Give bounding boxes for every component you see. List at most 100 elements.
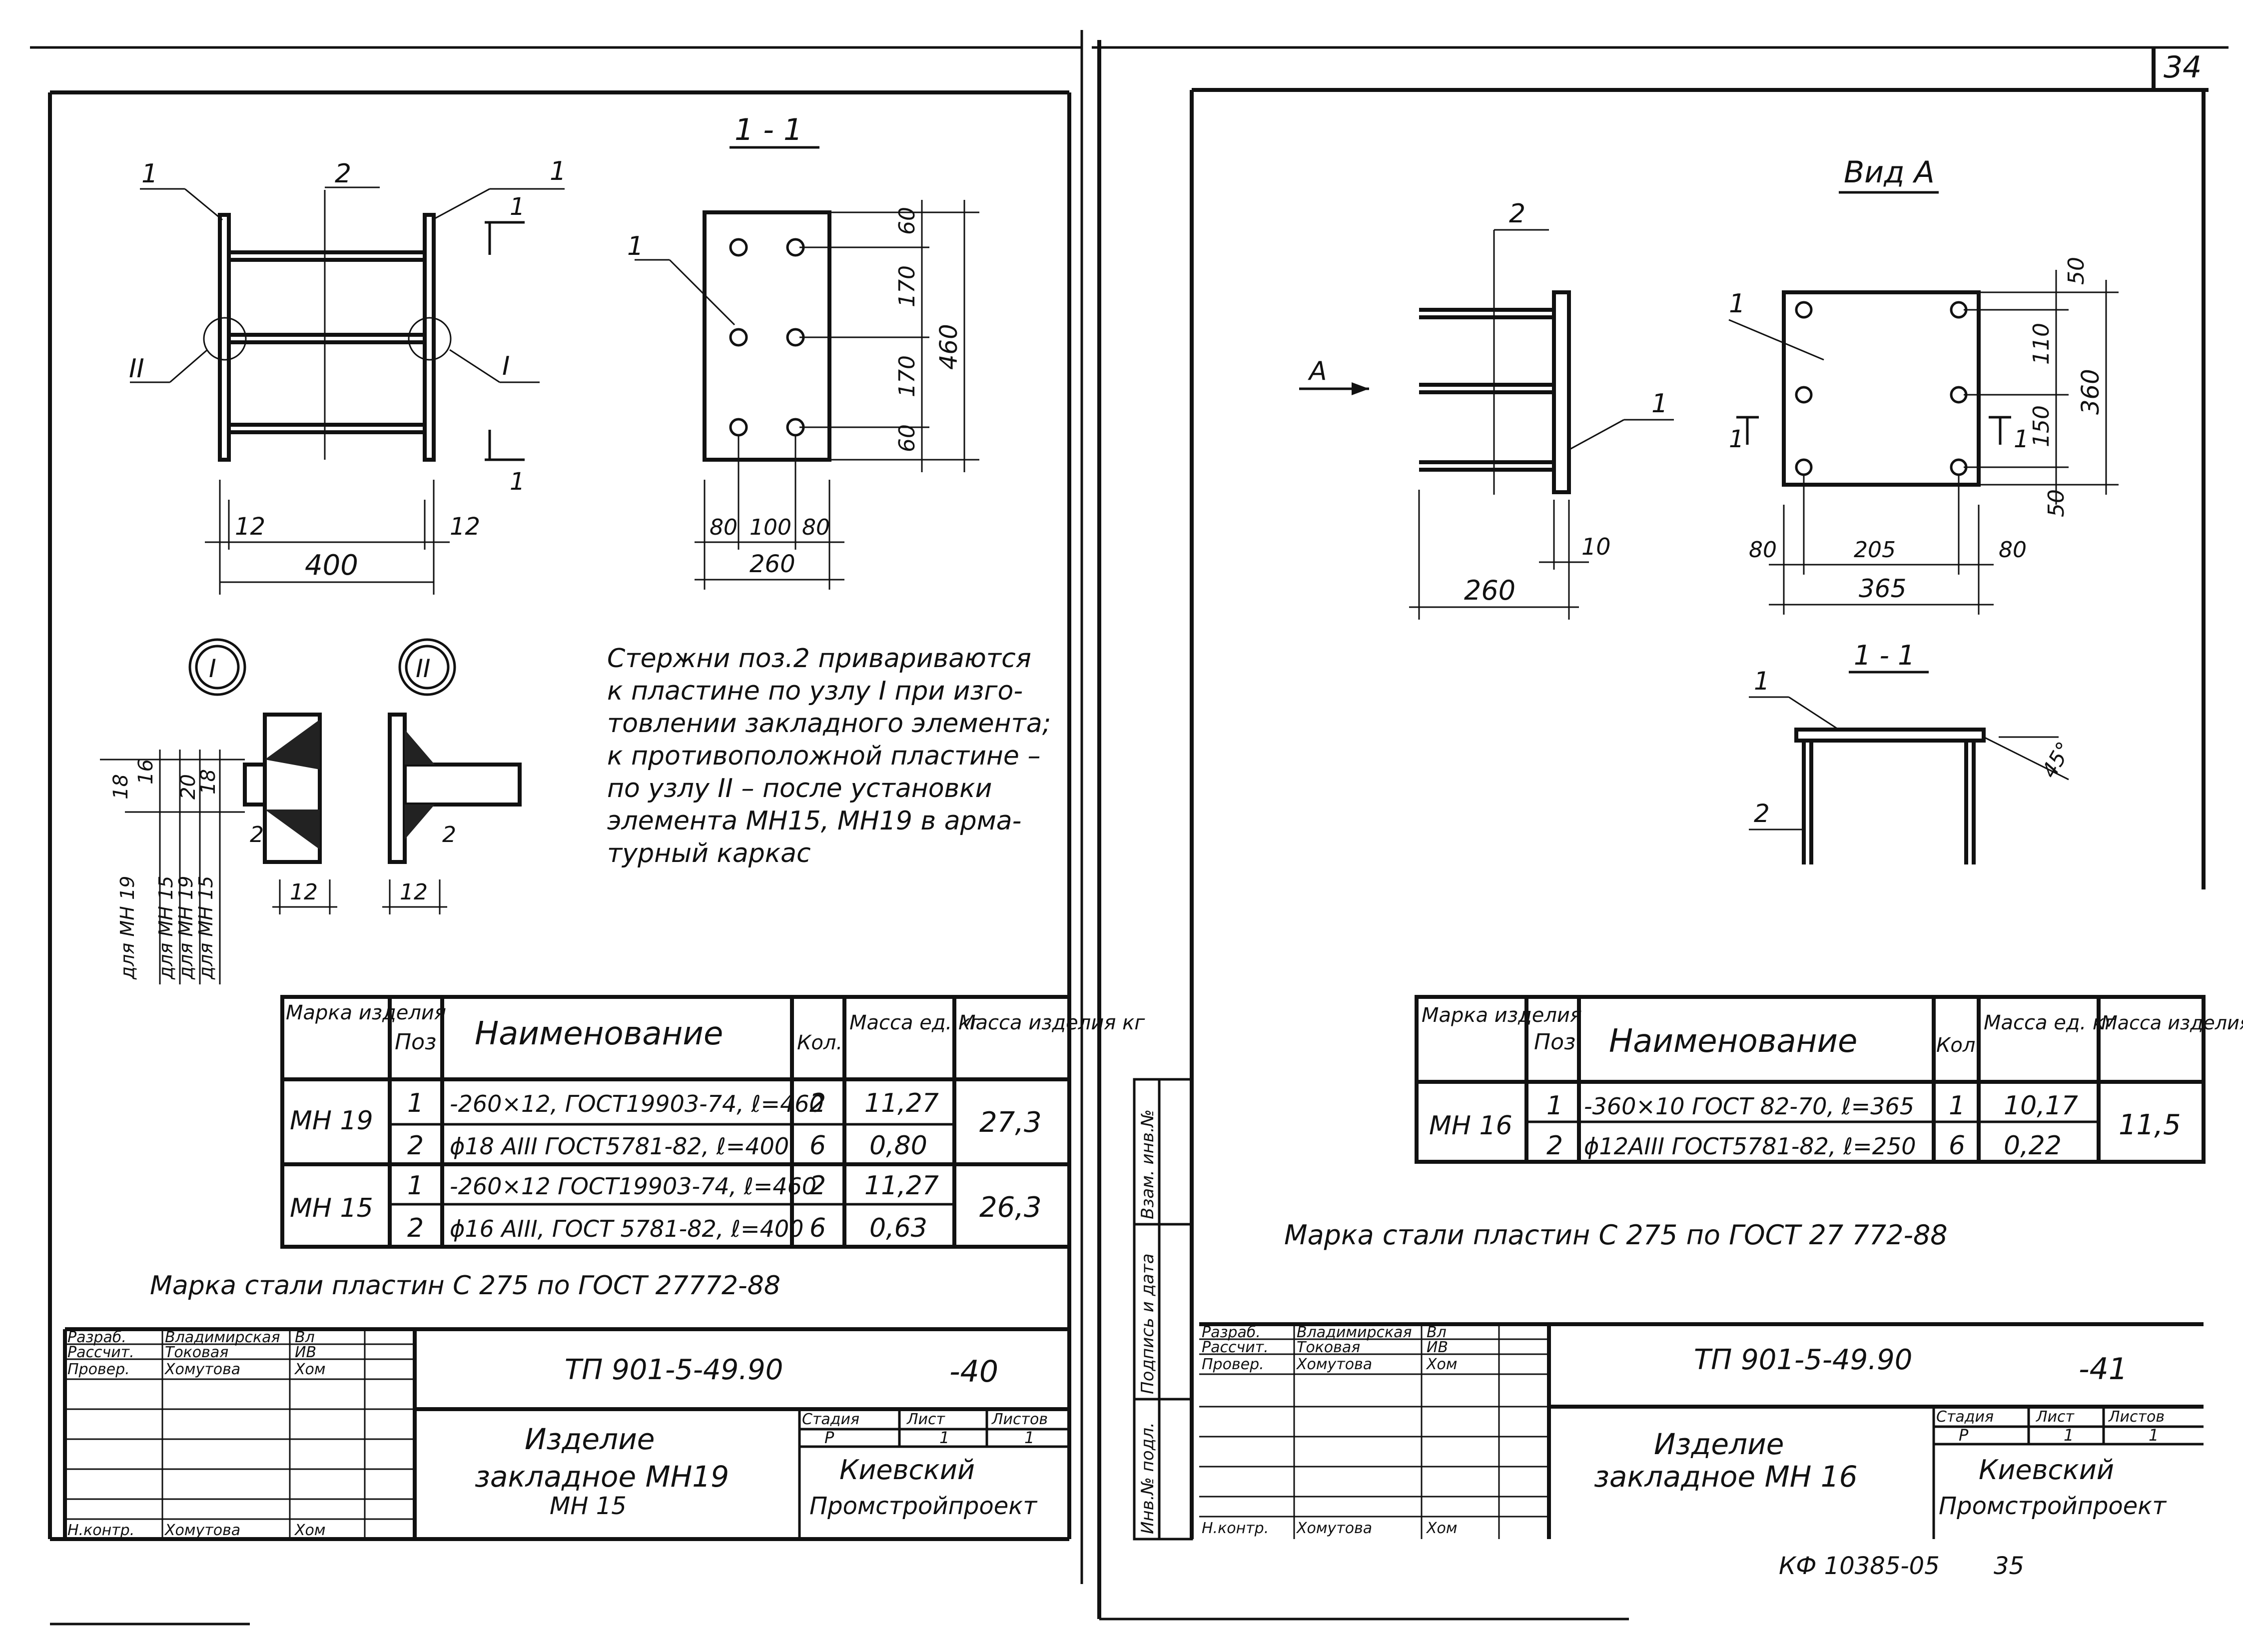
lt-name-2: Токовая <box>165 1344 228 1361</box>
spec-row1-name: -260×12, ГОСТ19903-74, ℓ=460 <box>450 1090 824 1117</box>
spec-header-mark: Марка изделия <box>286 1001 446 1024</box>
side-dim-length: 260 <box>1464 575 1515 606</box>
section-dim-total-w: 260 <box>749 550 795 578</box>
spec-row3-total: 26,3 <box>979 1191 1042 1224</box>
side-pos2-label: 2 <box>1509 199 1525 229</box>
spec-row2-unit: 0,80 <box>869 1131 927 1161</box>
lt-sign-2: ИВ <box>295 1344 316 1361</box>
node-note-1: для МН 19 <box>116 876 138 980</box>
section-dim-bottom: 60 <box>894 424 920 452</box>
lt-stage-v1: Р <box>824 1428 834 1447</box>
stamp-orig-inv: Инв.№ подл. <box>1138 1422 1158 1534</box>
note-line-1: Стержни поз.2 привариваются <box>607 644 1031 674</box>
plan-dim-12-left: 12 <box>235 513 265 541</box>
node-height-4: 18 <box>197 769 220 795</box>
lt-role-1: Разраб. <box>67 1329 126 1346</box>
rspec-row1-mark: МН 16 <box>1429 1111 1512 1141</box>
lt-role-2: Рассчит. <box>67 1344 134 1361</box>
rspec-row1-pos: 1 <box>1546 1091 1563 1121</box>
rt-stage-h1: Стадия <box>1936 1408 1994 1426</box>
view-a-label: Вид А <box>1844 155 1935 190</box>
rt-name-7: Хомутова <box>1296 1520 1372 1537</box>
rt-doc-suffix: -41 <box>2079 1352 2128 1387</box>
view-dim-mid2: 150 <box>2029 405 2054 447</box>
rt-sign-1: Вл <box>1427 1324 1447 1341</box>
rt-sign-3: Хом <box>1426 1356 1458 1373</box>
rspec-row1-total: 11,5 <box>2119 1109 2181 1141</box>
spec-header-unit: Масса ед. кг <box>849 1011 981 1034</box>
rt-sign-7: Хом <box>1426 1520 1458 1537</box>
view-dim-mid1: 110 <box>2029 323 2054 365</box>
rt-org-line-2: Промстройпроект <box>1939 1492 2167 1520</box>
rt-stage-v2: 1 <box>2064 1426 2074 1445</box>
left-steel-note: Марка стали пластин С 275 по ГОСТ 27772-… <box>150 1271 780 1301</box>
rt-stage-h3: Листов <box>2108 1408 2165 1426</box>
view-dim-w1: 80 <box>1749 537 1777 563</box>
node2-label: II <box>416 654 431 683</box>
node1-label: I <box>209 654 216 683</box>
spec-row4-pos: 2 <box>407 1213 424 1243</box>
section-dim-top: 60 <box>894 207 920 235</box>
spec-row1-unit: 11,27 <box>864 1088 939 1118</box>
section-dim-w3: 80 <box>802 515 830 540</box>
section-pos1-label: 1 <box>627 231 644 261</box>
lt-stage-v3: 1 <box>1024 1428 1034 1447</box>
plan-node-label-right: I <box>502 351 510 381</box>
rspec-row2-unit: 0,22 <box>2004 1131 2062 1161</box>
spec-header-name: Наименование <box>475 1015 723 1052</box>
rt-stage-h2: Лист <box>2036 1408 2075 1426</box>
plan-node-label-left: II <box>129 354 144 384</box>
view-section-mark-right: 1 <box>2014 425 2029 453</box>
rt-name-3: Хомутова <box>1296 1356 1372 1373</box>
lt-title-line-2: закладное МН19 <box>475 1460 729 1494</box>
rspec-row2-pos: 2 <box>1546 1131 1563 1161</box>
node1-weld: 2 <box>250 822 264 847</box>
lt-stage-h2: Лист <box>906 1411 946 1428</box>
lt-org-line-1: Киевский <box>839 1454 975 1486</box>
stamp-sign-date: Подпись и дата <box>1138 1253 1158 1394</box>
section-dim-w2: 100 <box>749 515 791 540</box>
spec-row3-mark: МН 15 <box>290 1193 373 1223</box>
note-line-3: товлении закладного элемента; <box>607 709 1051 739</box>
left-section-label: 1 - 1 <box>735 112 802 147</box>
right-spec-table: Марка изделия Поз Наименование Кол. Масс… <box>1415 995 2243 1164</box>
node-note-4: для МН 15 <box>195 876 217 980</box>
right-side-stamp: Взам. инв.№ Подпись и дата Инв.№ подл. <box>1133 1078 1193 1541</box>
right-section-label: 1 - 1 <box>1854 640 1915 671</box>
right-title-block: Разраб. Рассчит. Провер. Н.контр. Владим… <box>1199 1322 2204 1539</box>
rt-org-line-1: Киевский <box>1979 1454 2114 1486</box>
spec-row3-pos: 1 <box>407 1171 424 1201</box>
rspec-header-pos: Поз <box>1534 1029 1575 1055</box>
rt-doc-code: ТП 901-5-49.90 <box>1694 1344 1912 1376</box>
rt-sign-2: ИВ <box>1427 1339 1448 1356</box>
sec-pos1: 1 <box>1754 667 1770 696</box>
rspec-header-total: Масса изделия кг <box>2101 1012 2243 1034</box>
view-dim-total-w: 365 <box>1859 574 1906 603</box>
rspec-header-name: Наименование <box>1609 1023 1857 1060</box>
plan-label-pos2: 2 <box>335 159 351 189</box>
sheet-frames <box>30 30 2229 1626</box>
view-dim-w3: 80 <box>1999 537 2027 563</box>
section-dim-w1: 80 <box>710 515 738 540</box>
rt-role-3: Провер. <box>1202 1356 1264 1373</box>
spec-row2-pos: 2 <box>407 1131 424 1161</box>
spec-row4-name: ϕ16 AIII, ГОСТ 5781-82, ℓ=400 <box>450 1215 803 1242</box>
rspec-row2-qty: 6 <box>1949 1131 1965 1161</box>
side-dim-plate: 10 <box>1581 533 1611 560</box>
right-view-a: 1 1 1 50 110 150 50 360 80 205 80 365 <box>1728 257 2119 615</box>
rt-stage-v3: 1 <box>2149 1426 2159 1445</box>
view-section-mark-left: 1 <box>1729 425 1744 453</box>
node-height-3: 20 <box>177 774 200 800</box>
lt-sign-7: Хом <box>294 1522 326 1539</box>
lt-title-line-1: Изделие <box>525 1422 655 1456</box>
rt-name-2: Токовая <box>1297 1339 1360 1356</box>
plan-section-mark-top: 1 <box>510 193 525 221</box>
spec-row4-unit: 0,63 <box>869 1213 927 1243</box>
spec-header-pos: Поз <box>395 1029 436 1055</box>
lt-stage-h3: Листов <box>991 1411 1048 1428</box>
left-section-view: 1 - 1 1 60 170 170 60 460 80 100 80 260 <box>627 112 979 590</box>
rspec-header-unit: Масса ед. кг <box>1984 1011 2116 1034</box>
note-line-6: элемента МН15, МН19 в арма- <box>607 806 1021 836</box>
spec-row4-qty: 6 <box>809 1213 826 1243</box>
